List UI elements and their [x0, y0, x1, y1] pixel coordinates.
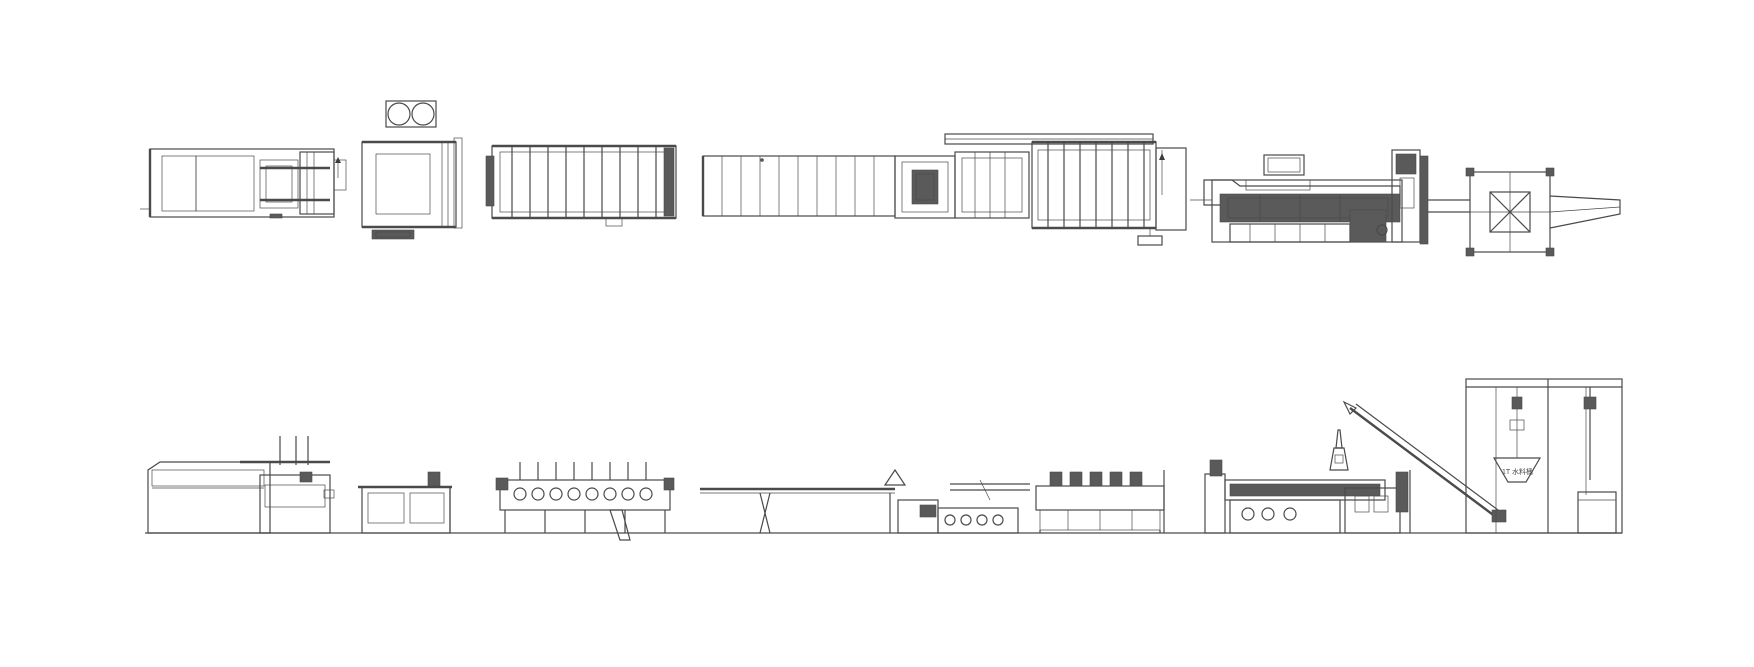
plan-vacuum-tank: [1031, 140, 1187, 246]
plan-roller-unit: [485, 144, 677, 227]
elevation-haul-off: [897, 479, 1030, 534]
elevation-stacker: [358, 471, 452, 534]
plan-view: [140, 100, 1621, 257]
elevation-screw-conveyor: [1342, 400, 1507, 523]
plan-cooling-frame: [701, 155, 896, 217]
plan-extruder: [1190, 149, 1429, 245]
elevation-feeder-tower: 1T 水料桶: [1465, 378, 1623, 534]
elevation-extruder: [1204, 429, 1411, 534]
plan-calibrator-unit: [894, 133, 1154, 219]
plan-feeder-frame: [1428, 167, 1621, 257]
elevation-vacuum-tank: [1035, 470, 1165, 533]
elevation-winder: [147, 436, 335, 534]
plan-winder-unit: [140, 148, 347, 219]
plan-stacker-unit: [361, 100, 463, 240]
elevation-roller-unit: [495, 462, 675, 541]
elevation-view: 1T 水料桶: [145, 378, 1623, 541]
hopper-label: 1T 水料桶: [1502, 467, 1533, 476]
elevation-roller-table: [700, 468, 907, 534]
